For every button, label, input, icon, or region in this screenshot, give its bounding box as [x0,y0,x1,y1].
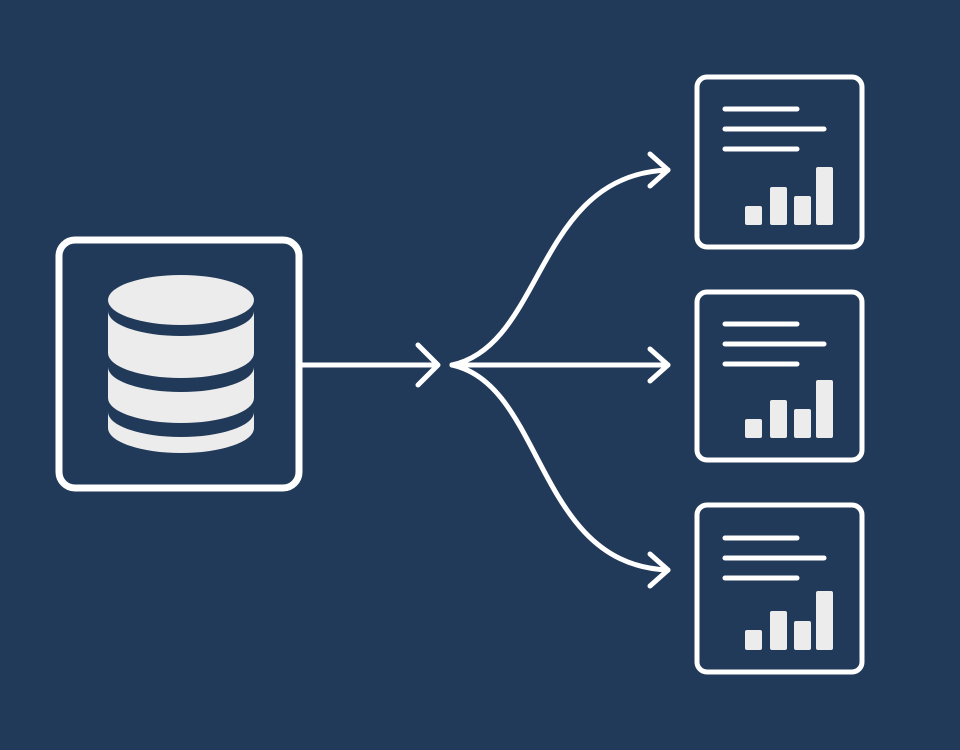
report-document-icon [722,535,833,650]
text-lines-icon [722,321,827,367]
report-card-frame [694,74,865,250]
report-document-icon [722,321,833,438]
arrow-right-icon [647,346,671,384]
bar-chart-icon [745,591,833,650]
database-icon [108,275,254,453]
arrow-right-icon [647,551,671,589]
branch-top [449,167,671,368]
text-lines-icon [722,106,827,152]
bar-chart-icon [745,380,833,438]
bar-chart-icon [745,167,833,225]
report-card-frame [694,502,865,675]
report-card-frame [694,289,865,463]
main-connector [299,342,441,388]
report-card [694,74,865,250]
arrow-right-icon [415,342,441,388]
database-node [55,236,303,492]
fan-out-branches [449,151,671,589]
arrow-right-icon [647,151,671,189]
report-card [694,502,865,675]
text-lines-icon [722,535,827,581]
branch-bottom [449,362,671,573]
report-card [694,289,865,463]
database-node-frame [55,236,303,492]
report-document-icon [722,106,833,225]
